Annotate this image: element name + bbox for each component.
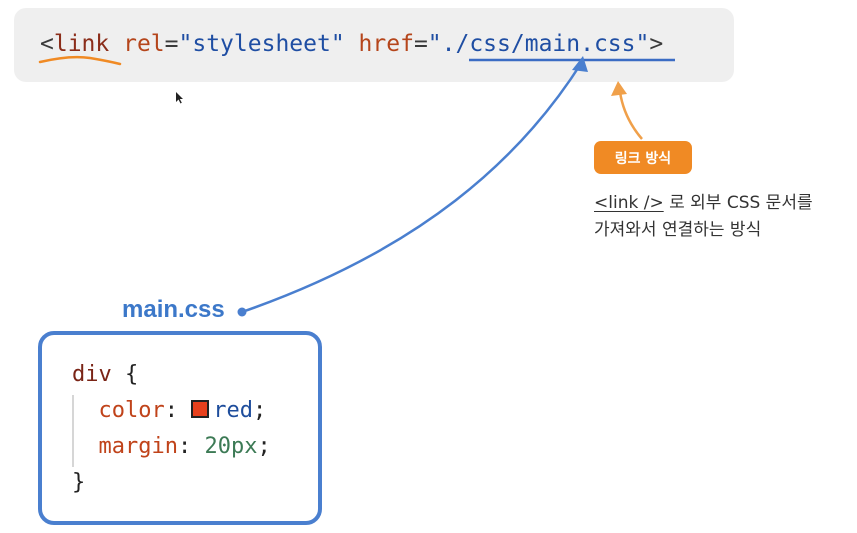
file-label-main-css: main.css <box>122 296 225 323</box>
css-value-20px: 20px <box>204 434 258 459</box>
code-close-angle: > <box>649 31 664 57</box>
code-bar <box>14 8 734 82</box>
description-code: <link /> <box>594 193 664 213</box>
mouse-cursor-icon <box>176 92 183 104</box>
indent-guide <box>72 395 74 467</box>
description-line2: 가져와서 연결하는 방식 <box>594 220 762 240</box>
css-colon-2: : <box>177 434 192 459</box>
blue-arrow-head-icon <box>572 56 588 72</box>
code-eq-1: = <box>164 31 179 57</box>
code-tag-name: link <box>53 31 110 57</box>
badge-arrow-curve <box>618 91 643 140</box>
link-tag-underline <box>38 55 122 66</box>
code-eq-2: = <box>413 31 428 57</box>
css-code-block: div { color: red; margin: 20px; } <box>72 357 271 501</box>
css-value-red: red <box>213 398 253 423</box>
arrow-start-dot <box>237 307 247 317</box>
link-code-line: <link rel="stylesheet" href="./css/main.… <box>40 30 663 58</box>
code-attr-rel: rel <box>123 31 165 57</box>
css-prop-color: color <box>98 398 165 423</box>
css-file-box: div { color: red; margin: 20px; } <box>38 331 322 525</box>
code-rel-value: "stylesheet" <box>178 31 345 57</box>
css-prop-margin: margin <box>98 434 178 459</box>
css-close-brace: } <box>72 470 86 495</box>
red-color-swatch-icon <box>191 400 210 418</box>
link-arrow-curve <box>241 61 584 314</box>
code-open-angle: < <box>40 31 54 57</box>
css-colon-1: : <box>164 398 178 423</box>
method-description: <link /> 로 외부 CSS 문서를 가져와서 연결하는 방식 <box>594 190 856 244</box>
css-selector: div <box>72 362 112 387</box>
css-open-brace: { <box>125 362 139 387</box>
description-line1: 로 외부 CSS 문서를 <box>663 193 813 213</box>
orange-arrow-head-icon <box>611 81 627 96</box>
link-method-badge: 링크 방식 <box>594 141 692 174</box>
code-attr-href: href <box>358 31 414 57</box>
code-href-value: "./css/main.css" <box>427 31 650 57</box>
badge-label: 링크 방식 <box>614 150 672 167</box>
css-semicolon-2: ; <box>257 434 271 459</box>
css-semicolon-1: ; <box>252 398 267 423</box>
